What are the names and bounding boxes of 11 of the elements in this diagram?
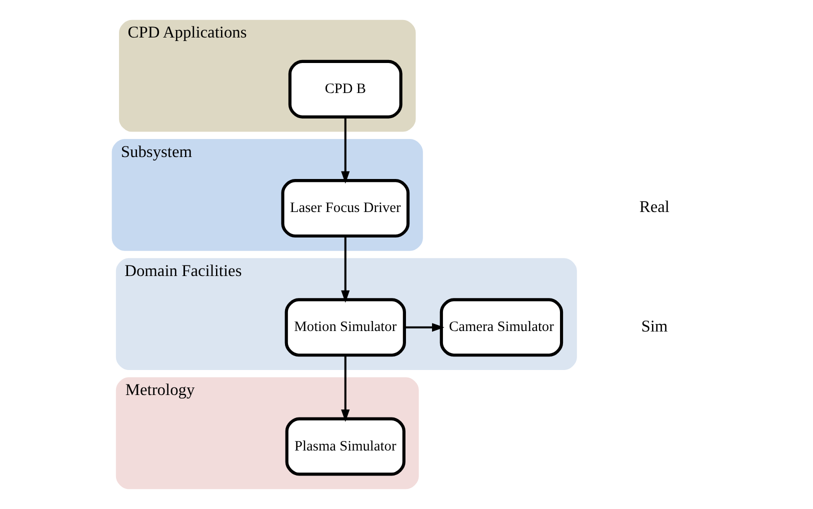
node-box: Plasma Simulator	[284, 417, 405, 476]
arrow	[340, 355, 350, 422]
label: Real	[638, 197, 669, 216]
node-box: Laser Focus Driver	[280, 179, 410, 238]
node-box: Camera Simulator	[439, 298, 563, 357]
node-box: CPD B	[288, 60, 402, 118]
arrow	[340, 236, 350, 303]
node-box: Motion Simulator	[284, 298, 406, 357]
arrow	[404, 323, 444, 332]
arrow	[340, 117, 350, 184]
label: Sim	[640, 316, 668, 336]
